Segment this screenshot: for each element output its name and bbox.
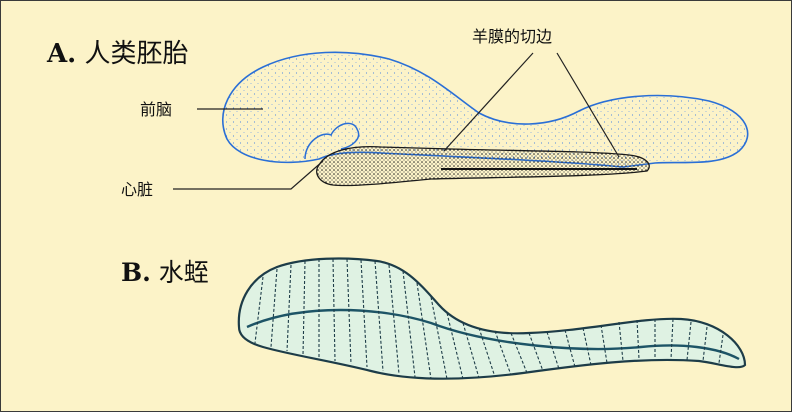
heart-label: 心脏 — [121, 176, 153, 200]
leech-drawing — [239, 259, 745, 379]
amnion-edge-label: 羊膜的切边 — [472, 23, 552, 47]
panel-a-letter: A. — [47, 39, 76, 69]
amnion-cut-band — [317, 147, 650, 186]
panel-b-title-text: 水蛭 — [159, 258, 209, 287]
panel-a-title: A. 人类胚胎 — [47, 33, 189, 70]
panel-a-title-text: 人类胚胎 — [85, 39, 189, 69]
leech-body — [239, 259, 745, 379]
forebrain-label: 前脑 — [140, 96, 172, 120]
panel-b-letter: B. — [121, 258, 151, 287]
heart-leader — [173, 161, 323, 189]
panel-b-title: B. 水蛭 — [121, 253, 209, 289]
human-embryo-drawing — [223, 52, 748, 185]
